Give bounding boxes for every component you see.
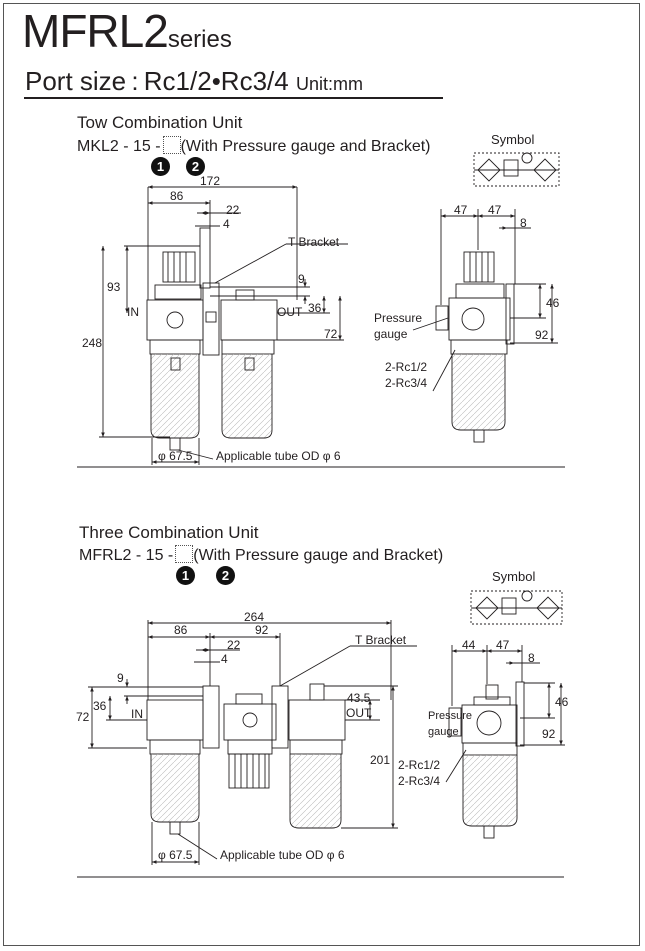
port-rc12-label: 2-Rc1/2 (398, 758, 441, 772)
t-bracket-label: T Bracket (355, 633, 407, 647)
port-size-title: Port size : Rc1/2•Rc3/4 Unit:mm (25, 66, 363, 96)
code-marker-2: 2 (216, 566, 235, 585)
t-bracket-label: T Bracket (288, 235, 340, 249)
in-port-label: IN (131, 707, 143, 721)
dim-92: 92 (255, 623, 269, 637)
dim-248: 248 (82, 336, 103, 350)
dim-4: 4 (221, 652, 228, 666)
dim-43-5: 43.5 (347, 691, 371, 705)
dim-92: 92 (535, 328, 549, 342)
symbol-label: Symbol (491, 132, 535, 147)
out-port-label: OUT (346, 706, 372, 720)
code-marker-1: 1 (176, 566, 195, 585)
dim-phi-67-5: φ 67.5 (158, 449, 193, 463)
dim-4: 4 (223, 217, 230, 231)
page-frame (3, 3, 640, 946)
tube-od-label: Applicable tube OD φ 6 (220, 848, 345, 862)
two-unit-heading: Tow Combination Unit (77, 113, 243, 132)
two-unit-front-view (146, 227, 278, 451)
in-port-label: IN (127, 305, 139, 319)
dim-93: 93 (107, 280, 121, 294)
dim-44: 44 (462, 638, 476, 652)
two-unit-dimensions (99, 185, 348, 465)
dim-47-right: 47 (488, 203, 502, 217)
pneumatic-symbol (473, 152, 560, 187)
two-unit-side-view (412, 209, 558, 443)
port-rc34-label: 2-Rc3/4 (385, 376, 428, 390)
gauge-label: gauge (374, 327, 408, 341)
out-port-label: OUT (277, 305, 303, 319)
dim-8: 8 (520, 216, 527, 230)
title-underline (24, 97, 443, 99)
dim-92: 92 (542, 727, 556, 741)
dim-22: 22 (227, 638, 241, 652)
code-marker-2: 2 (186, 157, 205, 176)
code-placeholder-box (162, 136, 181, 154)
series-title: MFRL2series (22, 5, 232, 57)
dim-86: 86 (174, 623, 188, 637)
pneumatic-symbol (470, 590, 563, 625)
three-unit-model: MFRL2 - 15 -(With Pressure gauge and Bra… (79, 545, 444, 564)
code-placeholder-box (175, 545, 194, 563)
tube-od-label: Applicable tube OD φ 6 (216, 449, 341, 463)
dim-72: 72 (76, 710, 90, 724)
dim-86: 86 (170, 189, 184, 203)
pressure-label: Pressure (374, 311, 423, 325)
dim-47: 47 (496, 638, 510, 652)
pressure-label: Pressure (428, 710, 473, 722)
three-unit-side-view (445, 645, 565, 839)
dim-201: 201 (370, 753, 391, 767)
dim-172: 172 (200, 174, 221, 188)
dim-36: 36 (308, 301, 322, 315)
symbol-label: Symbol (492, 569, 536, 584)
dim-phi-67-5: φ 67.5 (158, 848, 193, 862)
dim-47-left: 47 (454, 203, 468, 217)
dim-264: 264 (244, 610, 265, 624)
dim-36: 36 (93, 699, 107, 713)
three-unit-front-view (146, 683, 346, 835)
dim-72: 72 (324, 327, 338, 341)
dim-8: 8 (528, 651, 535, 665)
port-rc12-label: 2-Rc1/2 (385, 360, 428, 374)
port-rc34-label: 2-Rc3/4 (398, 774, 441, 788)
three-unit-dimensions (88, 620, 417, 865)
code-marker-1: 1 (151, 157, 170, 176)
dim-9: 9 (298, 272, 305, 286)
gauge-label: gauge (428, 726, 459, 738)
dim-9: 9 (117, 671, 124, 685)
two-unit-model: MKL2 - 15 -(With Pressure gauge and Brac… (77, 136, 431, 155)
three-unit-heading: Three Combination Unit (79, 523, 259, 542)
